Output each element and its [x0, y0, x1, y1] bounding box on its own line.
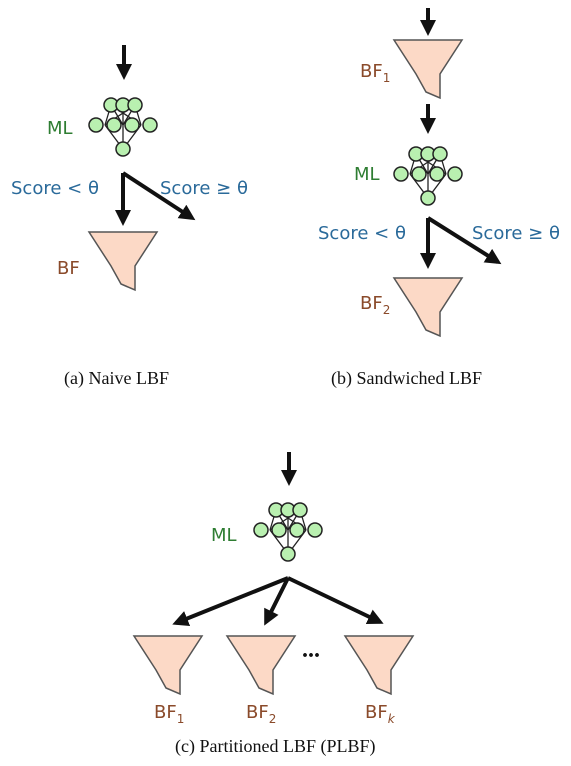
- ml-label: ML: [354, 164, 380, 185]
- caption-a: (a) Naive LBF: [64, 368, 169, 389]
- branch-arrow-2: [264, 577, 290, 626]
- ml-label: ML: [47, 118, 73, 139]
- panel-sandwiched-lbf: BF1 ML Score < θ Score ≥ θ BF2 (b) Sandw…: [318, 8, 560, 389]
- bf1-label: BF1: [154, 702, 184, 726]
- bloom-filter-funnel-icon: [226, 635, 296, 695]
- bloom-filter-funnel-icon: [133, 635, 203, 695]
- score-high-label: Score ≥ θ: [160, 178, 248, 199]
- bfk-label: BFk: [365, 702, 396, 726]
- ml-label: ML: [211, 525, 237, 546]
- bloom-filter-funnel-icon: [393, 277, 463, 337]
- ml-network-icon: [393, 146, 463, 206]
- score-high-label: Score ≥ θ: [472, 223, 560, 244]
- bloom-filter-funnel-icon: [393, 39, 463, 99]
- bloom-filter-funnel-icon: [344, 635, 414, 695]
- bloom-filter-funnel-icon: [88, 231, 158, 291]
- bf2-label: BF2: [360, 293, 390, 317]
- score-low-label: Score < θ: [318, 223, 406, 244]
- panel-naive-lbf: ML Score < θ Score ≥ θ BF (a) Naive LBF: [11, 45, 248, 389]
- branch-arrow-high: [426, 216, 502, 265]
- bf1-label: BF1: [360, 61, 390, 85]
- bf-label: BF: [57, 258, 80, 279]
- ml-network-icon: [253, 502, 323, 562]
- branch-arrow-k: [287, 576, 384, 625]
- caption-c: (c) Partitioned LBF (PLBF): [175, 736, 376, 757]
- branch-arrow-1: [172, 576, 289, 626]
- branch-arrow-high: [121, 171, 196, 221]
- ellipsis: ...: [302, 637, 320, 663]
- panel-partitioned-lbf: ML ... BF1 BF2 BFk (c) Partitioned LBF (…: [133, 452, 414, 757]
- score-low-label: Score < θ: [11, 178, 99, 199]
- caption-b: (b) Sandwiched LBF: [331, 368, 482, 389]
- bf2-label: BF2: [246, 702, 276, 726]
- ml-network-icon: [88, 97, 158, 157]
